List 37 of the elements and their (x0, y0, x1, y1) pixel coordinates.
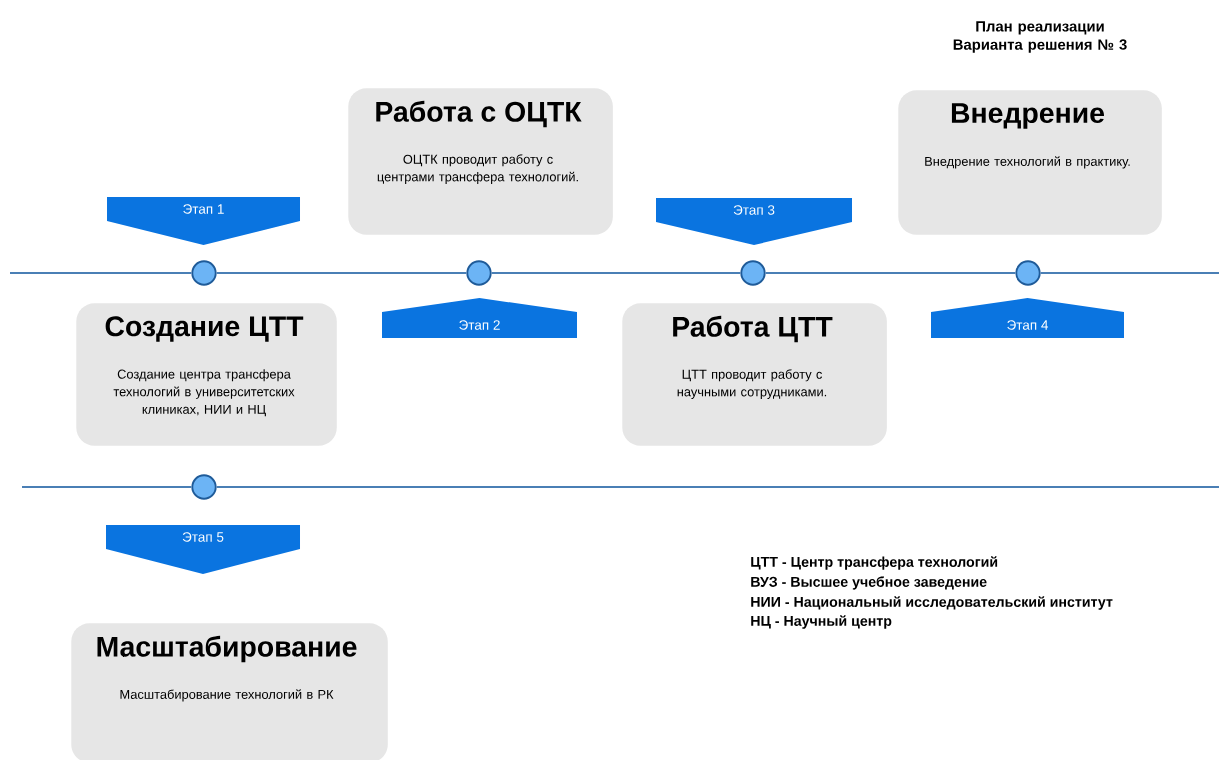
card-text: ЦТТ проводит работу с научными сотрудниками. (677, 369, 827, 399)
card-heading: Работа с ОЦТК (376, 100, 582, 128)
stage-banner: Этап 3 (656, 198, 852, 245)
timeline-line (9, 272, 193, 274)
card-heading: Создание ЦТТ (105, 316, 304, 342)
timeline-line (764, 272, 1017, 274)
card-text: ОЦТК проводит работу с центрами трансфера технологий. (377, 154, 578, 184)
abbreviation-note: ВУЗ - Высшее учебное заведение (751, 576, 987, 590)
timeline-dot (466, 260, 492, 286)
card-heading: Внедрение (951, 103, 1104, 129)
stage-banner: Этап 4 (931, 298, 1124, 338)
stage-banner: Этап 1 (107, 197, 300, 245)
stage-card (622, 303, 887, 446)
timeline-line (21, 486, 193, 488)
stage-card (348, 88, 613, 235)
card-text: Создание центра трансфера технологий в университетских клиниках, НИИ и НЦ (113, 369, 295, 417)
card-text: Масштабирование технологий в РК (120, 689, 334, 702)
card-heading: Работа ЦТТ (673, 315, 833, 343)
stage-card (76, 303, 337, 446)
timeline-dot (740, 260, 766, 286)
timeline-line (490, 272, 742, 274)
abbreviation-note: НИИ - Национальный исследовательский институт (751, 596, 1113, 610)
abbreviation-note: ЦТТ - Центр трансфера технологий (751, 556, 998, 570)
timeline-dot (191, 260, 217, 286)
stage-banner: Этап 2 (382, 298, 577, 338)
timeline-line (215, 486, 1219, 488)
timeline-line (215, 272, 468, 274)
card-text: Внедрение технологий в практику. (925, 156, 1130, 169)
card-heading: Масштабирование (97, 635, 357, 663)
timeline-line (1039, 272, 1219, 274)
abbreviation-note: НЦ - Научный центр (751, 615, 892, 629)
stage-card (898, 90, 1162, 235)
stage-card (71, 623, 388, 760)
title: План реализации Варианта решения № 3 (953, 21, 1127, 53)
stage-banner: Этап 5 (106, 525, 300, 574)
timeline-dot (1015, 260, 1041, 286)
timeline-dot (191, 474, 217, 500)
